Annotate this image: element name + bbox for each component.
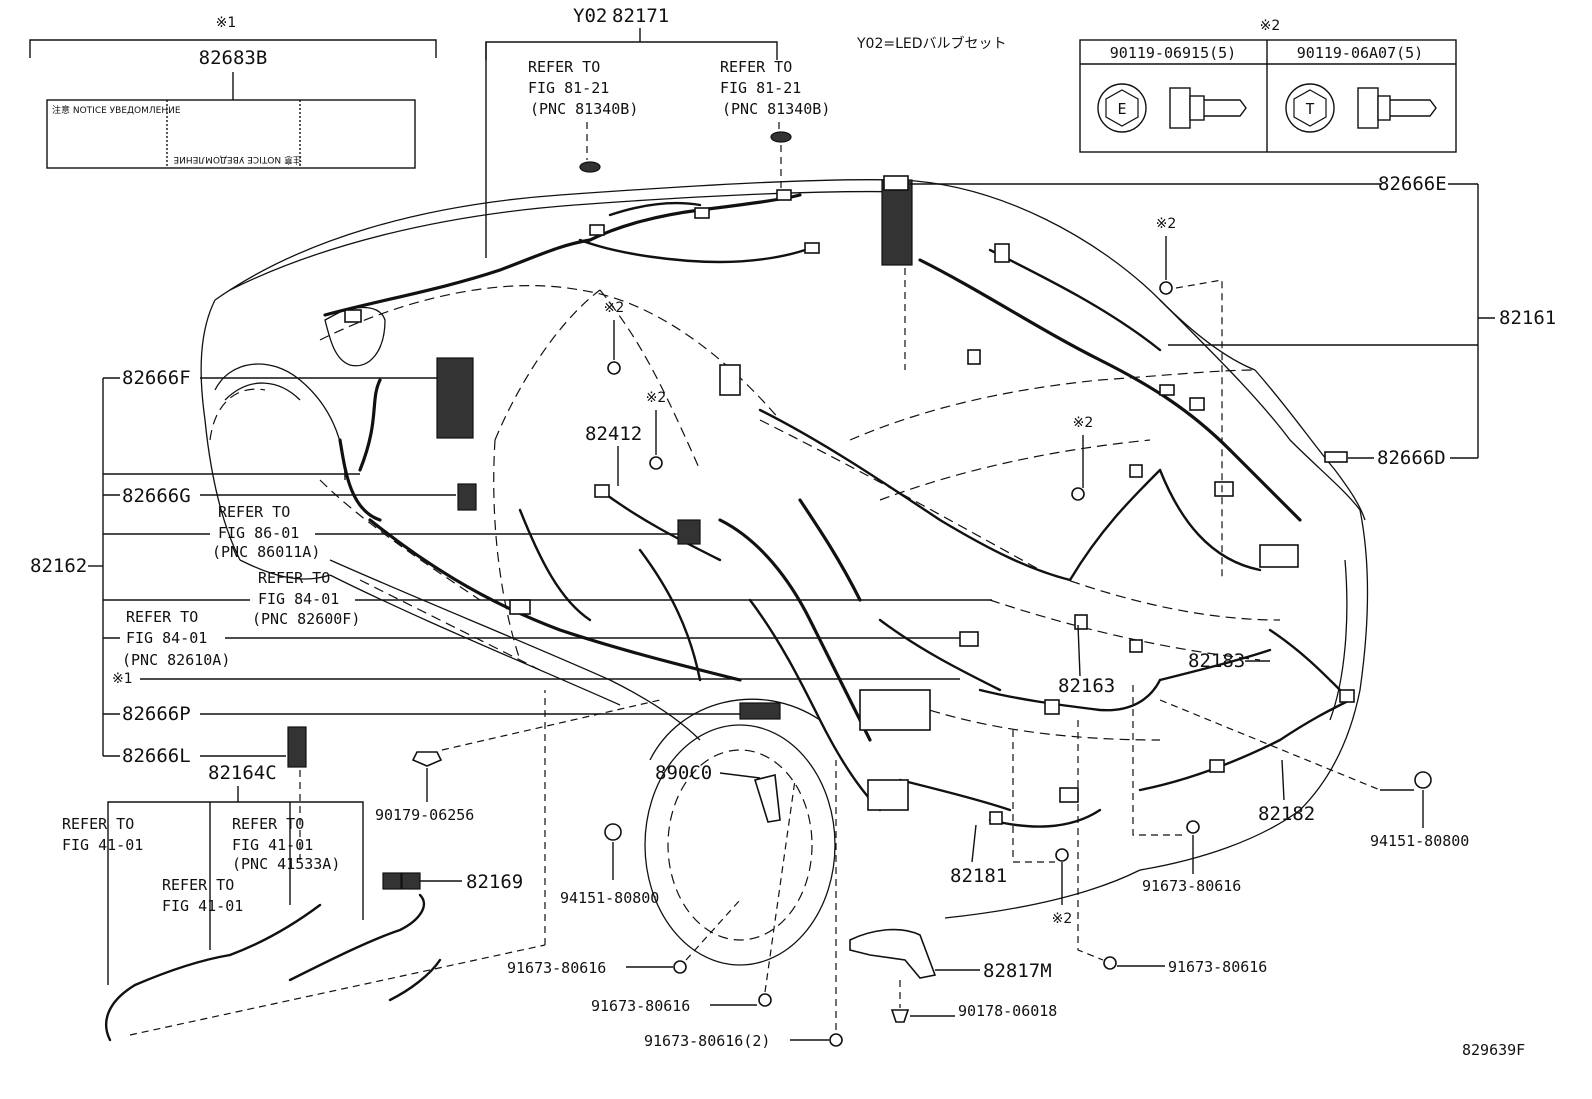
label-82666D: 82666D [1377,447,1446,469]
notice-text-top: 注意 NOTICE УВЕДОМЛЕНИЕ [52,104,181,116]
refer-84-01-b-line2: FIG 84-01 [126,629,207,647]
bolt-t-icon: T [1305,100,1314,118]
label-91673-80616-d: 91673-80616 [591,997,690,1015]
label-y02: Y02 [573,5,607,27]
part-82683B: 82683B [199,47,268,69]
refer-41-01-b-line3: (PNC 41533A) [232,855,340,873]
label-82181: 82181 [950,865,1007,887]
refer-81-21-b-line2: FIG 81-21 [720,79,801,97]
refer-84-01-a-line3: (PNC 82600F) [252,610,360,628]
label-82666E: 82666E [1378,173,1447,195]
label-82169: 82169 [466,871,523,893]
callout-82171: Y02 82171 Y02=LEDバルブセット REFER TO FIG 81-… [485,5,1007,258]
refer-81-21-b-line3: (PNC 81340B) [722,100,830,118]
mark1-top: ※1 [216,15,237,31]
bolt-e-icon: E [1117,100,1126,118]
refer-84-01-a-line1: REFER TO [258,569,330,587]
refer-84-01-b-line3: (PNC 82610A) [122,651,230,669]
label-82161: 82161 [1499,307,1556,329]
label-91673-80616-c: 91673-80616 [507,959,606,977]
label-82171: 82171 [612,5,669,27]
refer-86-01-line1: REFER TO [218,503,290,521]
refer-41-01-b-line2: FIG 41-01 [232,836,313,854]
label-91673-80616-a: 91673-80616 [1142,877,1241,895]
right-callouts: 82666E 82161 82666D ※2 ※2 82183 82163 82… [899,173,1556,1059]
refer-81-21-b-line1: REFER TO [720,58,792,76]
refer-41-01-a-line2: FIG 41-01 [62,836,143,854]
mark1-left: ※1 [112,671,133,687]
y02-note: Y02=LEDバルブセット [856,35,1007,52]
refer-81-21-a-line1: REFER TO [528,58,600,76]
diagram-id: 829639F [1462,1041,1525,1059]
label-82666F: 82666F [122,367,191,389]
mark2-mid-bolt: ※2 [1073,415,1094,431]
refer-41-01-a-line1: REFER TO [62,815,134,833]
label-82183: 82183 [1188,650,1245,672]
refer-81-21-a-line3: (PNC 81340B) [530,100,638,118]
label-82164C: 82164C [208,762,277,784]
label-90178-06018: 90178-06018 [958,1002,1057,1020]
refer-86-01-line2: FIG 86-01 [218,524,299,542]
mark2-table: ※2 [1260,18,1281,34]
mark2-left-a: ※2 [604,300,625,316]
label-94151-80800-a: 94151-80800 [560,889,659,907]
label-82163: 82163 [1058,675,1115,697]
label-82412: 82412 [585,423,642,445]
connectors [287,131,1432,1047]
left-callouts: 82162 82666F 82666G REFER TO FIG 86-01 (… [30,300,992,1050]
mark2-lower-bolt: ※2 [1052,911,1073,927]
label-90179-06256: 90179-06256 [375,806,474,824]
refer-41-01-c-line1: REFER TO [162,876,234,894]
label-91673-80616-2: 91673-80616(2) [644,1032,770,1050]
mark2-left-b: ※2 [646,390,667,406]
callout-82164C: 82164C REFER TO FIG 41-01 REFER TO FIG 4… [62,690,546,1036]
label-82182: 82182 [1258,803,1315,825]
mark2-roof-bolt: ※2 [1156,216,1177,232]
refer-84-01-b-line1: REFER TO [126,608,198,626]
bolt-table: ※2 90119-06915(5) 90119-06A07(5) E T [1079,18,1457,153]
label-82666P: 82666P [122,703,191,725]
label-82162: 82162 [30,555,87,577]
label-82817M: 82817M [983,960,1052,982]
refer-41-01-c-line2: FIG 41-01 [162,897,243,915]
bolt-col1-part: 90119-06915(5) [1110,44,1236,62]
vehicle-body-outline [200,179,1369,966]
refer-41-01-b-line1: REFER TO [232,815,304,833]
label-82666L: 82666L [122,745,191,767]
refer-86-01-line3: (PNC 86011A) [212,543,320,561]
bolt-col2-part: 90119-06A07(5) [1297,44,1423,62]
label-82666G: 82666G [122,485,191,507]
label-91673-80616-b: 91673-80616 [1168,958,1267,976]
label-94151-80800-b: 94151-80800 [1370,832,1469,850]
refer-81-21-a-line2: FIG 81-21 [528,79,609,97]
notice-label-box: ※1 82683B 注意 NOTICE УВЕДОМЛЕНИЕ 注意 NOTIC… [29,15,437,169]
notice-text-bottom: 注意 NOTICE УВЕДОМЛЕНИЕ [173,154,302,166]
refer-84-01-a-line2: FIG 84-01 [258,590,339,608]
label-890C0: 890C0 [655,762,712,784]
